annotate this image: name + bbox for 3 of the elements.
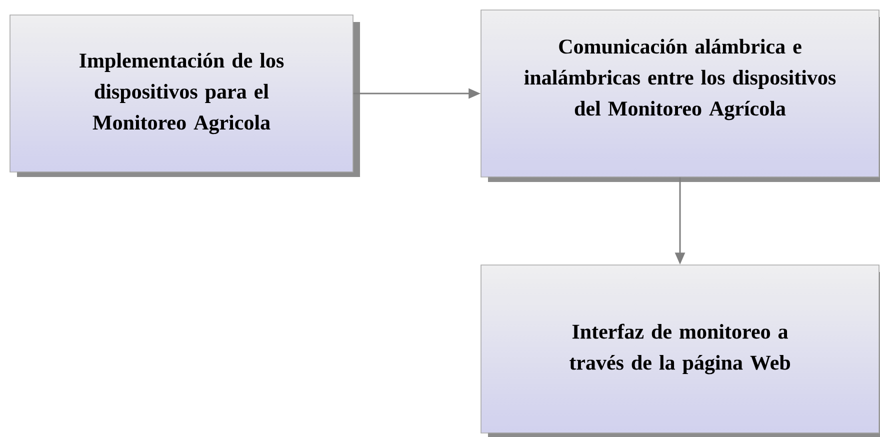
process-box: Interfaz de monitoreo a través de la página Web xyxy=(480,264,880,437)
process-box: Implementación de los dispositivos para el Monitoreo Agricola xyxy=(10,14,360,177)
process-box: Comunicación alámbrica e inalámbricas entre los dispositivos del Monitoreo Agrícola xyxy=(480,10,880,182)
